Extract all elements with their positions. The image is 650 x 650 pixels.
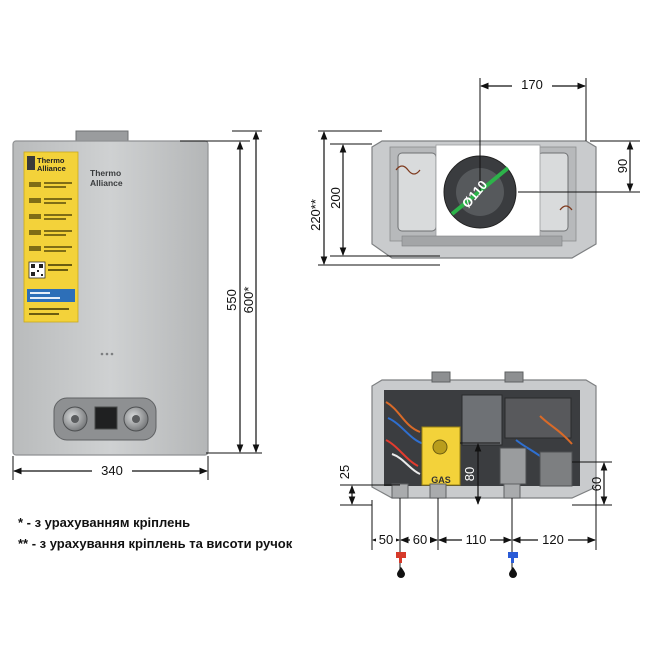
cold-water-inlet xyxy=(503,483,521,499)
water-block xyxy=(499,447,527,485)
bottom-view: GAS xyxy=(371,371,597,499)
display-screen xyxy=(94,406,118,430)
gas-inlet xyxy=(429,483,447,499)
energy-label: Thermo Alliance xyxy=(23,151,79,323)
logo-line2: Alliance xyxy=(90,178,123,188)
spacing-3-dimension: 110 xyxy=(466,532,487,547)
height-dimension: 550 xyxy=(224,289,239,311)
hot-water-outlet xyxy=(391,483,409,499)
flame-window xyxy=(100,352,114,356)
spacing-1-dimension: 50 xyxy=(379,532,393,547)
mounts-footnote: * - з урахуванням кріплень xyxy=(18,515,191,530)
label-brand-line1: Thermo xyxy=(37,156,65,165)
width-dimension: 340 xyxy=(101,463,123,478)
flue-center-depth-dimension: 90 xyxy=(615,159,630,173)
hot-water-icon xyxy=(396,552,406,578)
control-panel xyxy=(53,397,157,441)
mounts-and-knobs-footnote: ** - з урахування кріплень та висоти руч… xyxy=(18,536,293,551)
bottom-view-dimensions: 25 80 60 50 60 110 120 xyxy=(337,442,612,572)
top-pipe-left xyxy=(431,371,451,383)
top-pipe-right xyxy=(504,371,524,383)
depth-with-mounts-dimension: 220** xyxy=(308,199,323,231)
pipe-height-a-dimension: 25 xyxy=(337,465,352,479)
depth-dimension: 200 xyxy=(328,187,343,209)
flue-collar xyxy=(75,130,129,143)
gas-label: GAS xyxy=(431,475,451,485)
cold-water-icon xyxy=(508,552,518,578)
label-blue-panel xyxy=(27,289,75,302)
left-fan-housing xyxy=(397,152,437,232)
pipe-height-b-dimension: 80 xyxy=(462,467,477,481)
label-brand-line2: Alliance xyxy=(37,164,66,173)
logo-line1: Thermo xyxy=(90,168,121,178)
brand-logo: Thermo Alliance xyxy=(90,168,123,188)
front-dimensions: 340 550 600* xyxy=(12,130,262,480)
top-view xyxy=(371,140,597,259)
pipe-height-c-dimension: 60 xyxy=(589,477,604,491)
flue-offset-dimension: 170 xyxy=(521,77,543,92)
heater-front-view: Thermo Alliance Thermo Alliance xyxy=(12,130,209,456)
spacing-4-dimension: 120 xyxy=(542,532,564,547)
height-with-mounts-dimension: 600* xyxy=(241,287,256,314)
spacing-2-dimension: 60 xyxy=(413,532,427,547)
